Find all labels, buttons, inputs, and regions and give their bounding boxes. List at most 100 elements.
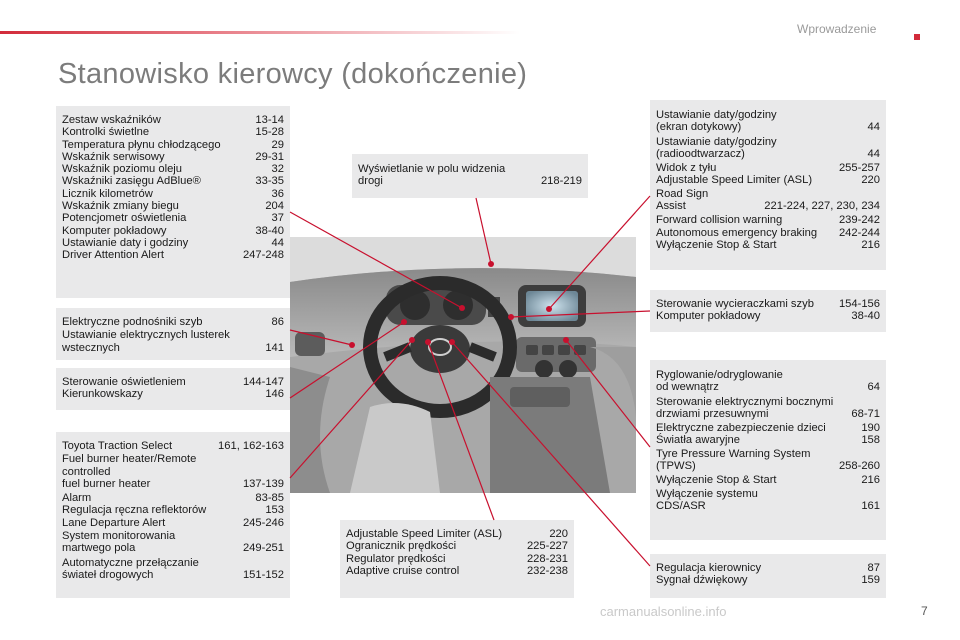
reference-pages: 137-139 — [242, 477, 284, 490]
reference-label: Alarm — [62, 492, 92, 505]
reference-pages: 15-28 — [255, 126, 284, 139]
section-title: Wprowadzenie — [797, 22, 877, 36]
reference-row: Sterowanie wycieraczkami szyb 154-156 — [656, 298, 880, 310]
reference-pages: 220 — [549, 528, 568, 540]
reference-label: Licznik kilometrów — [62, 187, 153, 200]
reference-pages: 64 — [867, 381, 880, 394]
reference-label: Forward collision warning — [656, 214, 783, 227]
reference-pages: 255-257 — [838, 162, 880, 175]
reference-pages: 44 — [271, 236, 284, 249]
reference-label: Fuel burner heater/Remote controlled fue… — [62, 453, 197, 490]
reference-pages: 87 — [867, 562, 880, 574]
reference-pages: 83-85 — [255, 492, 284, 505]
reference-row: Wyłączenie systemu CDS/ASR 161 — [656, 488, 880, 513]
reference-pages: 141 — [265, 341, 284, 354]
reference-row: Sterowanie elektrycznymi bocznymi drzwia… — [656, 396, 880, 421]
reference-pages: 33-35 — [255, 175, 284, 188]
reference-label: Regulacja ręczna reflektorów — [62, 504, 207, 517]
reference-label: Wyłączenie systemu CDS/ASR — [656, 487, 758, 512]
reference-pages: 144-147 — [242, 376, 284, 388]
reference-label: Road Sign Assist — [656, 187, 709, 213]
reference-pages: 44 — [867, 147, 880, 160]
reference-label: Komputer pokładowy — [62, 224, 167, 237]
reference-label: Sterowanie wycieraczkami szyb — [656, 298, 814, 310]
reference-row: Ustawianie daty/godziny (radioodtwarzacz… — [656, 136, 880, 161]
reference-label: Driver Attention Alert — [62, 249, 164, 262]
reference-row: Adjustable Speed Limiter (ASL)220 — [656, 174, 880, 186]
reference-label: Elektryczne zabezpieczenie dzieci — [656, 422, 826, 435]
reference-pages: 239-242 — [838, 214, 880, 227]
reference-row: Ustawianie daty/godziny (ekran dotykowy)… — [656, 109, 880, 134]
reference-label: Kierunkowskazy — [62, 388, 143, 401]
reference-label: Wyłączenie Stop & Start — [656, 238, 777, 251]
reference-row: Potencjometr oświetlenia 37 — [62, 212, 284, 224]
reference-pages: 159 — [861, 574, 880, 587]
reference-label: Tyre Pressure Warning System (TPWS) — [656, 447, 811, 473]
reference-row: Wyłączenie Stop & Start 216 — [656, 474, 880, 486]
reference-label: Adjustable Speed Limiter (ASL) — [656, 174, 813, 187]
reference-label: Toyota Traction Select — [62, 440, 173, 452]
reference-label: Wskaźnik serwisowy — [62, 150, 165, 163]
header-accent-bar — [0, 31, 520, 34]
reference-pages: 245-246 — [242, 516, 284, 529]
reference-label: Adjustable Speed Limiter (ASL) — [346, 528, 503, 540]
reference-pages: 221-224, 227, 230, 234 — [764, 200, 880, 213]
reference-label: Ustawianie elektrycznych lusterek wstecz… — [62, 329, 230, 354]
watermark: carmanualsonline.info — [600, 604, 727, 619]
box-touchscreen-drive-assist: Ustawianie daty/godziny (ekran dotykowy)… — [650, 100, 886, 270]
reference-label: Temperatura płynu chłodzącego — [62, 138, 221, 151]
reference-label: System monitorowania martwego pola — [62, 530, 176, 555]
reference-label: Potencjometr oświetlenia — [62, 212, 187, 225]
reference-pages: 249-251 — [242, 542, 284, 555]
reference-label: Regulacja kierownicy — [656, 562, 762, 574]
reference-row: Forward collision warning 239-242 — [656, 214, 880, 226]
reference-pages: 154-156 — [838, 298, 880, 310]
reference-pages: 232-238 — [526, 564, 568, 577]
reference-label: Kontrolki świetlne — [62, 126, 150, 139]
reference-pages: 225-227 — [526, 540, 568, 553]
reference-row: System monitorowania martwego pola 249-25… — [62, 530, 284, 555]
reference-label: Wyłączenie Stop & Start — [656, 474, 777, 487]
reference-pages: 36 — [271, 187, 284, 200]
reference-label: Komputer pokładowy — [656, 310, 761, 323]
reference-pages: 38-40 — [851, 310, 880, 323]
reference-row: Licznik kilometrów 36 — [62, 188, 284, 200]
reference-pages: 190 — [861, 422, 880, 435]
cockpit-photo — [290, 237, 636, 493]
reference-pages: 13-14 — [255, 114, 284, 126]
reference-label: Wskaźnik zmiany biegu — [62, 200, 179, 213]
reference-row: Tyre Pressure Warning System (TPWS) 258-2… — [656, 448, 880, 473]
reference-row: Komputer pokładowy 38-40 — [656, 310, 880, 322]
reference-row: Automatyczne przełączanie świateł drogow… — [62, 557, 284, 582]
reference-pages: 216 — [861, 474, 880, 487]
reference-label: Lane Departure Alert — [62, 516, 166, 529]
reference-pages: 258-260 — [838, 460, 880, 473]
reference-row: Regulacja kierownicy 87 — [656, 562, 880, 574]
reference-row: Road Sign Assist 221-224, 227, 230, 234 — [656, 188, 880, 213]
reference-pages: 161 — [861, 499, 880, 512]
reference-label: Wskaźniki zasięgu AdBlue® — [62, 175, 201, 188]
reference-pages: 228-231 — [526, 552, 568, 565]
page-title: Stanowisko kierowcy (dokończenie) — [58, 58, 528, 90]
reference-label: Wyświetlanie w polu widzenia drogi — [358, 163, 506, 188]
reference-pages: 29 — [271, 138, 284, 151]
reference-row: Temperatura płynu chłodzącego 29 — [62, 139, 284, 151]
reference-label: Sygnał dźwiękowy — [656, 574, 748, 587]
reference-pages: 37 — [271, 212, 284, 225]
